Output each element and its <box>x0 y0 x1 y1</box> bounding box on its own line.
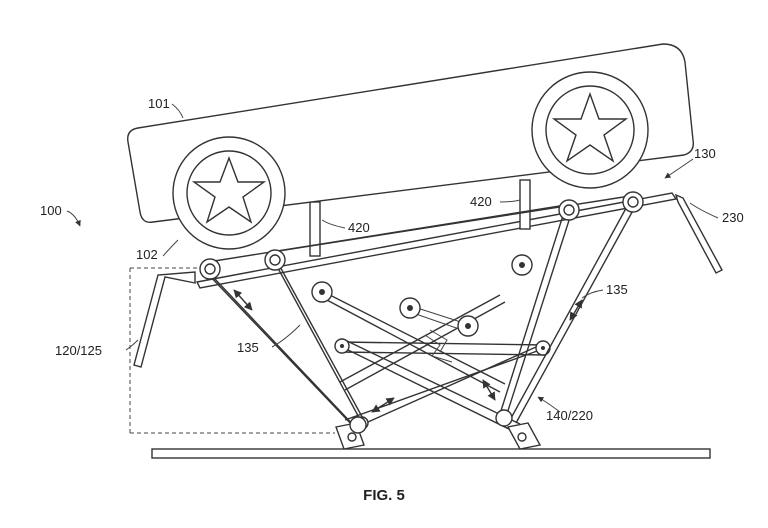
support-right <box>519 179 531 230</box>
label-lift-mechanism: 140/220 <box>546 408 593 423</box>
label-system: 100 <box>40 203 62 218</box>
motion-arrows <box>233 289 583 413</box>
label-cable-left: 135 <box>237 340 259 355</box>
leader-lines <box>66 103 719 413</box>
label-vehicle: 101 <box>148 96 170 111</box>
label-support-right: 420 <box>470 194 492 209</box>
label-ramp-right: 230 <box>722 210 744 225</box>
reference-lines <box>129 267 335 434</box>
pulleys <box>199 191 644 434</box>
wheel-left <box>172 136 286 250</box>
ground-plate <box>151 448 711 459</box>
label-ramp-left: 120/125 <box>55 343 102 358</box>
support-left <box>309 201 321 257</box>
wheel-right <box>531 71 649 189</box>
reference-labels: 100 101 102 130 230 120/125 420 420 135 … <box>40 96 744 423</box>
platform-rail <box>133 192 723 368</box>
label-wheel: 102 <box>136 247 158 262</box>
figure-caption: FIG. 5 <box>363 487 405 504</box>
label-cable-right: 135 <box>606 282 628 297</box>
scissor-lift <box>311 254 551 450</box>
label-support-left: 420 <box>348 220 370 235</box>
label-platform: 130 <box>694 146 716 161</box>
